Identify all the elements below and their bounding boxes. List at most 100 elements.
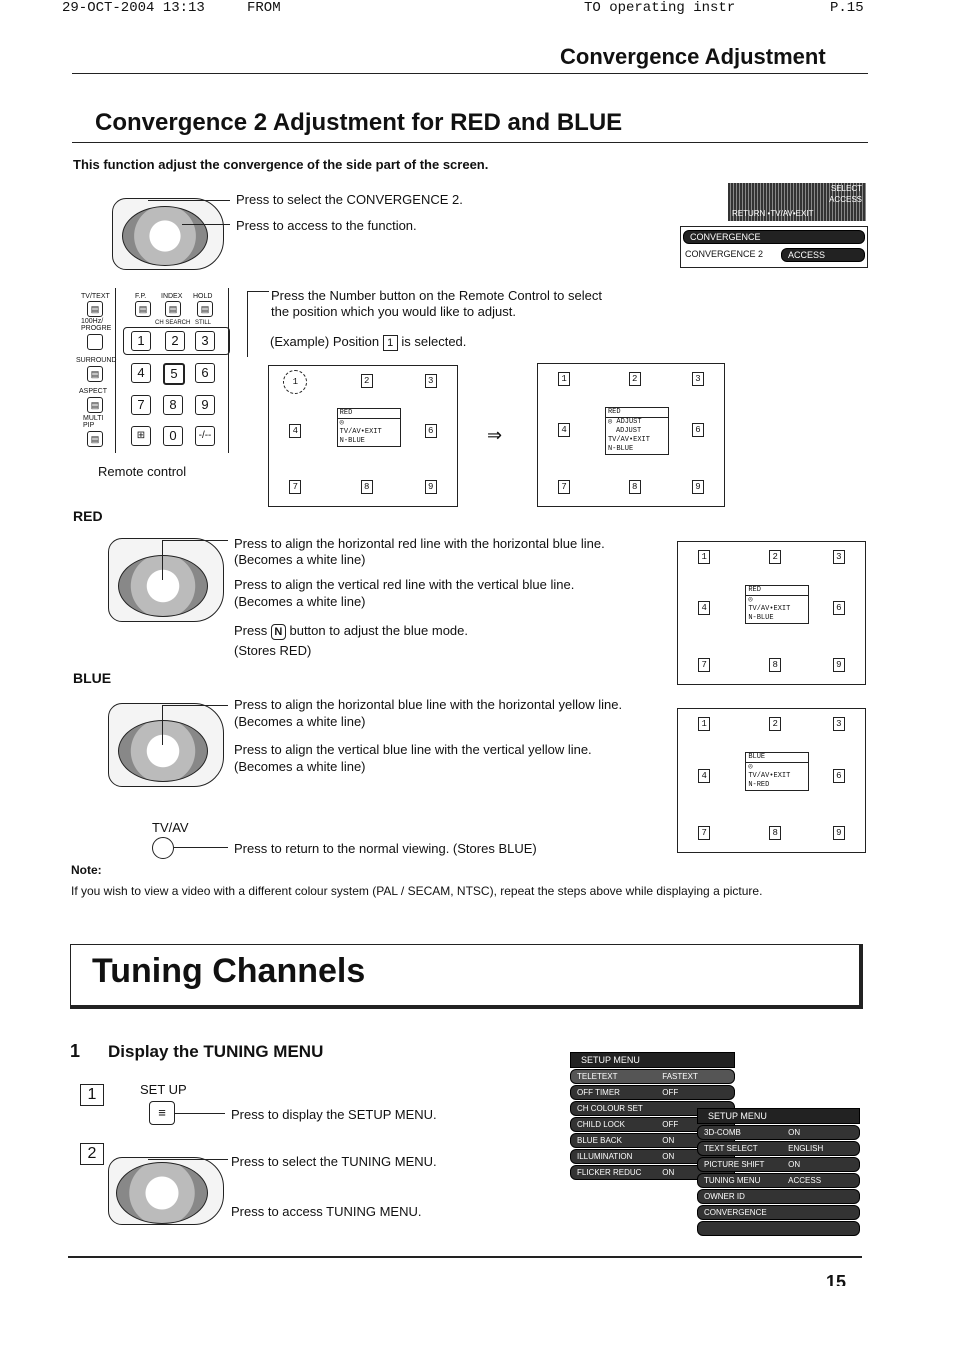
input-button[interactable]: ⊞ bbox=[131, 426, 151, 446]
grid-position-4: 4 bbox=[698, 768, 711, 783]
example-prefix: (Example) Position bbox=[270, 334, 380, 349]
setup-button-icon[interactable]: ≡ bbox=[149, 1101, 175, 1125]
section-rule bbox=[72, 142, 868, 143]
setup-menu-row[interactable]: CONVERGENCE bbox=[697, 1205, 860, 1220]
grid-position-6: 6 bbox=[424, 424, 437, 439]
grid-position-3: 3 bbox=[424, 374, 437, 388]
digit-4-button[interactable]: 4 bbox=[131, 363, 151, 383]
setup-menu-row[interactable]: CH COLOUR SET bbox=[570, 1101, 735, 1116]
fp-button[interactable]: ▤ bbox=[135, 301, 151, 317]
popup-adjust-2: ADJUST bbox=[615, 426, 642, 435]
grid-position-7: 7 bbox=[558, 480, 571, 495]
setup-menu-row-value: OFF bbox=[662, 1120, 679, 1129]
chapter-title: Convergence Adjustment bbox=[560, 44, 826, 69]
digit-3-button[interactable]: 3 bbox=[195, 331, 215, 351]
grid-position-8: 8 bbox=[769, 825, 782, 840]
grid-position-1: 1 bbox=[698, 717, 711, 732]
surround-button[interactable]: ▤ bbox=[87, 366, 103, 382]
digit-2-button[interactable]: 2 bbox=[165, 331, 185, 351]
remote-control: TV/TEXT F.P. INDEX HOLD ▤ ▤ ▤ ▤ 100Hz/ P… bbox=[73, 285, 230, 455]
red-v-line: Press to align the vertical red line wit… bbox=[234, 577, 575, 592]
digit-7-button[interactable]: 7 bbox=[131, 395, 151, 415]
multi-pip-button[interactable]: ▤ bbox=[87, 431, 103, 447]
note-label: Note: bbox=[71, 863, 102, 877]
grid-position-6: 6 bbox=[691, 423, 704, 438]
dpad-icon[interactable] bbox=[122, 206, 208, 266]
key-label-hold: HOLD bbox=[193, 293, 213, 300]
index-button[interactable]: ▤ bbox=[165, 301, 181, 317]
setup-menu-row-label: ILLUMINATION bbox=[577, 1152, 633, 1161]
blue-label: BLUE bbox=[73, 670, 112, 686]
hold-button[interactable]: ▤ bbox=[197, 301, 213, 317]
grid-position-3: 3 bbox=[691, 372, 704, 387]
digit-5-button[interactable]: 5 bbox=[163, 363, 185, 385]
grid-position-6: 6 bbox=[832, 768, 845, 783]
setup-menu-row-label: BLUE BACK bbox=[577, 1136, 622, 1145]
digit-0-button[interactable]: 0 bbox=[163, 426, 183, 446]
grid-position-3: 3 bbox=[832, 717, 845, 732]
popup-title: RED bbox=[746, 586, 809, 596]
page-number: 15 bbox=[826, 1272, 847, 1286]
setup-menu-row-label: CH COLOUR SET bbox=[577, 1104, 643, 1113]
hz-button[interactable] bbox=[87, 334, 103, 350]
popup-next: N-RED bbox=[748, 780, 770, 789]
setup-label: SET UP bbox=[140, 1082, 187, 1097]
grid-position-1: 1 bbox=[283, 370, 308, 394]
popup-exit: TV/AV•EXIT bbox=[607, 435, 650, 444]
osd-select: SELECT bbox=[830, 184, 862, 193]
blue-h-line: Press to align the horizontal blue line … bbox=[234, 697, 623, 712]
digit-8-button[interactable]: 8 bbox=[163, 395, 183, 415]
osd-top-bar: SELECT ACCESS RETURN •TV/AV•EXIT bbox=[728, 183, 866, 221]
adjust-dpad-icon: ◎ bbox=[339, 419, 344, 427]
setup-menu-row-value: ON bbox=[788, 1128, 801, 1137]
tuning-title-box bbox=[70, 944, 863, 1009]
key-label-aspect: ASPECT bbox=[79, 388, 108, 395]
digit-1-button[interactable]: 1 bbox=[131, 331, 151, 351]
adjust-dpad-icon: ◎ ADJUST bbox=[607, 417, 642, 426]
setup-menu-row-label: OWNER ID bbox=[704, 1192, 745, 1201]
popup-exit: TV/AV•EXIT bbox=[339, 428, 382, 436]
osd-access: ACCESS bbox=[829, 195, 862, 204]
key-label-fp: F.P. bbox=[135, 293, 147, 300]
tvav-button-icon[interactable] bbox=[152, 837, 174, 859]
setup-menu-row[interactable]: CHILD LOCK OFF bbox=[570, 1117, 735, 1132]
digit-9-button[interactable]: 9 bbox=[195, 395, 215, 415]
tvtext-button[interactable]: ▤ bbox=[87, 301, 103, 317]
tuning-step-heading: Display the TUNING MENU bbox=[108, 1042, 324, 1061]
setup-menu-row-value: ENGLISH bbox=[788, 1144, 824, 1153]
aspect-button[interactable]: ▤ bbox=[87, 397, 103, 413]
setup-menu-row-label: CHILD LOCK bbox=[577, 1120, 626, 1129]
key-label-chsearch: CH SEARCH bbox=[155, 320, 191, 326]
osd-row2-value: ACCESS bbox=[781, 248, 865, 262]
digit-6-button[interactable]: 6 bbox=[195, 363, 215, 383]
setup-menu-row[interactable] bbox=[697, 1221, 860, 1236]
section-intro: This function adjust the convergence of … bbox=[73, 157, 489, 172]
setup-menu-row-value: ACCESS bbox=[788, 1176, 822, 1185]
setup-menu-row-value: ON bbox=[662, 1168, 675, 1177]
key-label-surround: SURROUND bbox=[76, 357, 117, 364]
dash-button[interactable]: -/-- bbox=[195, 426, 215, 446]
grid-position-2: 2 bbox=[769, 550, 782, 565]
blue-dpad-icon[interactable] bbox=[118, 720, 208, 782]
red-n-note: (Stores RED) bbox=[234, 643, 312, 658]
setup-menu-row-label: CONVERGENCE bbox=[704, 1208, 767, 1217]
key-label-tvtext: TV/TEXT bbox=[81, 293, 110, 300]
grid-position-8: 8 bbox=[769, 658, 782, 673]
setup-menu-row-label: 3D-COMB bbox=[704, 1128, 741, 1137]
tuning-dpad-icon[interactable] bbox=[116, 1162, 208, 1224]
red-dpad-icon[interactable] bbox=[118, 555, 208, 617]
setup-menu-row[interactable]: OWNER ID bbox=[697, 1189, 860, 1204]
setup-menu-row[interactable]: 3D-COMB ON bbox=[697, 1125, 860, 1140]
